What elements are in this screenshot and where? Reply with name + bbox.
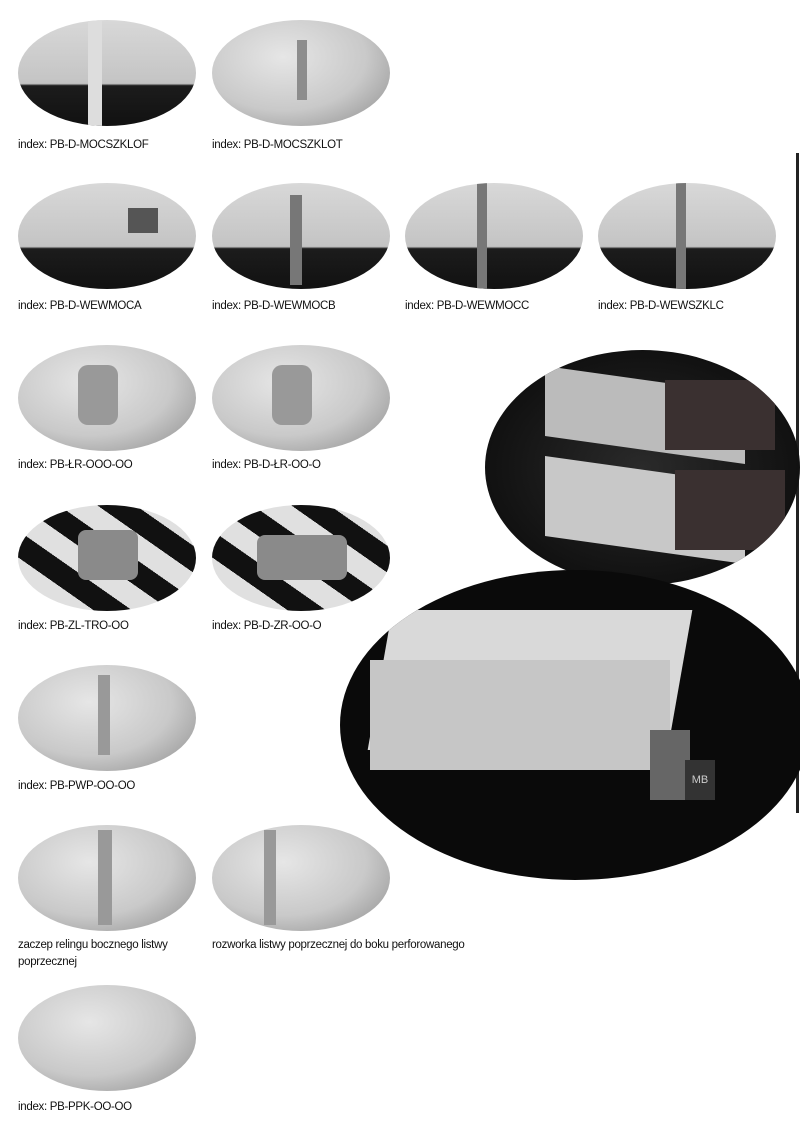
product-image-wewmoca bbox=[18, 183, 196, 289]
product-image-wewmocc bbox=[405, 183, 583, 289]
product-label: index: PB-D-WEWMOCB bbox=[212, 300, 336, 312]
product-label: index: PB-D-MOCSZKLOT bbox=[212, 139, 343, 151]
product-image-wewszklc bbox=[598, 183, 776, 289]
product-image-wewmocb bbox=[212, 183, 390, 289]
drawer-set-photo bbox=[485, 350, 800, 585]
drawer-photo: MB bbox=[340, 570, 800, 880]
product-image-d-zr bbox=[212, 505, 390, 611]
product-label: index: PB-PWP-OO-OO bbox=[18, 780, 135, 792]
product-label: index: PB-D-WEWSZKLC bbox=[598, 300, 724, 312]
product-image-zl-tro bbox=[18, 505, 196, 611]
product-label: index: PB-D-WEWMOCC bbox=[405, 300, 530, 312]
product-label: zaczep relingu bocznego listwy poprzeczn… bbox=[18, 939, 168, 968]
product-label: index: PB-D-ZR-OO-O bbox=[212, 620, 322, 632]
product-image-zaczep-relingu bbox=[18, 825, 196, 931]
product-label: index: PB-ŁR-OOO-OO bbox=[18, 459, 133, 471]
product-label: rozworka listwy poprzecznej do boku perf… bbox=[212, 939, 465, 951]
product-label: index: PB-PPK-OO-OO bbox=[18, 1101, 132, 1113]
mb-logo: MB bbox=[685, 760, 715, 800]
product-image-mocszklot bbox=[212, 20, 390, 126]
product-image-rozworka bbox=[212, 825, 390, 931]
product-image-ppk bbox=[18, 985, 196, 1091]
product-image-mocszklof bbox=[18, 20, 196, 126]
product-image-pwp bbox=[18, 665, 196, 771]
product-image-lr-ooo bbox=[18, 345, 196, 451]
product-label: index: PB-D-ŁR-OO-O bbox=[212, 459, 321, 471]
product-label: index: PB-D-WEWMOCA bbox=[18, 300, 142, 312]
product-label: index: PB-ZL-TRO-OO bbox=[18, 620, 129, 632]
product-image-d-lr bbox=[212, 345, 390, 451]
product-label: index: PB-D-MOCSZKLOF bbox=[18, 139, 149, 151]
